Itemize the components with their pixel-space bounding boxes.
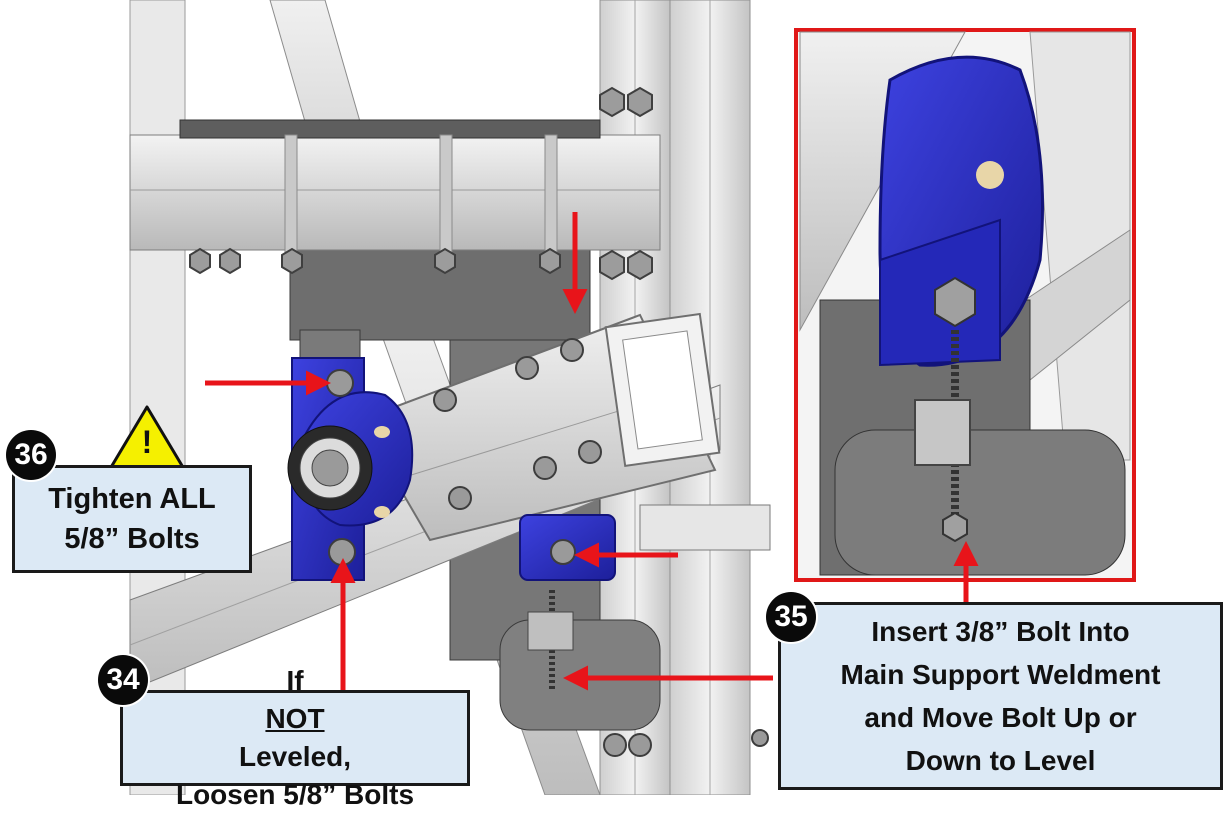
side-bracket [519, 504, 771, 581]
step-34-line1: If NOT Leveled, [123, 662, 467, 776]
step-34-callout: If NOT Leveled, Loosen 5/8” Bolts [120, 665, 470, 810]
step-35-line4: Down to Level [905, 745, 1096, 776]
step-35-line3: and Move Bolt Up or [864, 702, 1137, 733]
leveling-bolt-lower [527, 590, 574, 690]
step-36-callout: Tighten ALL 5/8” Bolts [12, 465, 252, 573]
step-36-line1: Tighten ALL [48, 483, 216, 515]
hex-bolts [189, 86, 653, 281]
step-34-line2: Loosen 5/8” Bolts [175, 779, 415, 810]
warning-symbol: ! [141, 424, 153, 460]
step-35-badge: 35 [766, 592, 816, 642]
step-36-line2: 5/8” Bolts [64, 523, 200, 555]
base-bolts [603, 729, 769, 757]
top-beam [129, 119, 661, 266]
detail-inset [794, 28, 1136, 582]
tube-bolts [433, 338, 602, 510]
step-35-line1: Insert 3/8” Bolt Into [871, 616, 1130, 647]
assembly-illustration [105, 0, 1136, 795]
pillow-block-bearing [287, 357, 414, 581]
step-34-emphasis: NOT [265, 703, 325, 734]
step-35-line2: Main Support Weldment [840, 659, 1161, 690]
angled-square-tube [358, 312, 721, 542]
step-35-callout: Insert 3/8” Bolt Into Main Support Weldm… [778, 602, 1223, 790]
step-34-badge: 34 [98, 655, 148, 705]
red-arrow-icon [205, 212, 979, 695]
step-36-badge: 36 [6, 430, 56, 480]
